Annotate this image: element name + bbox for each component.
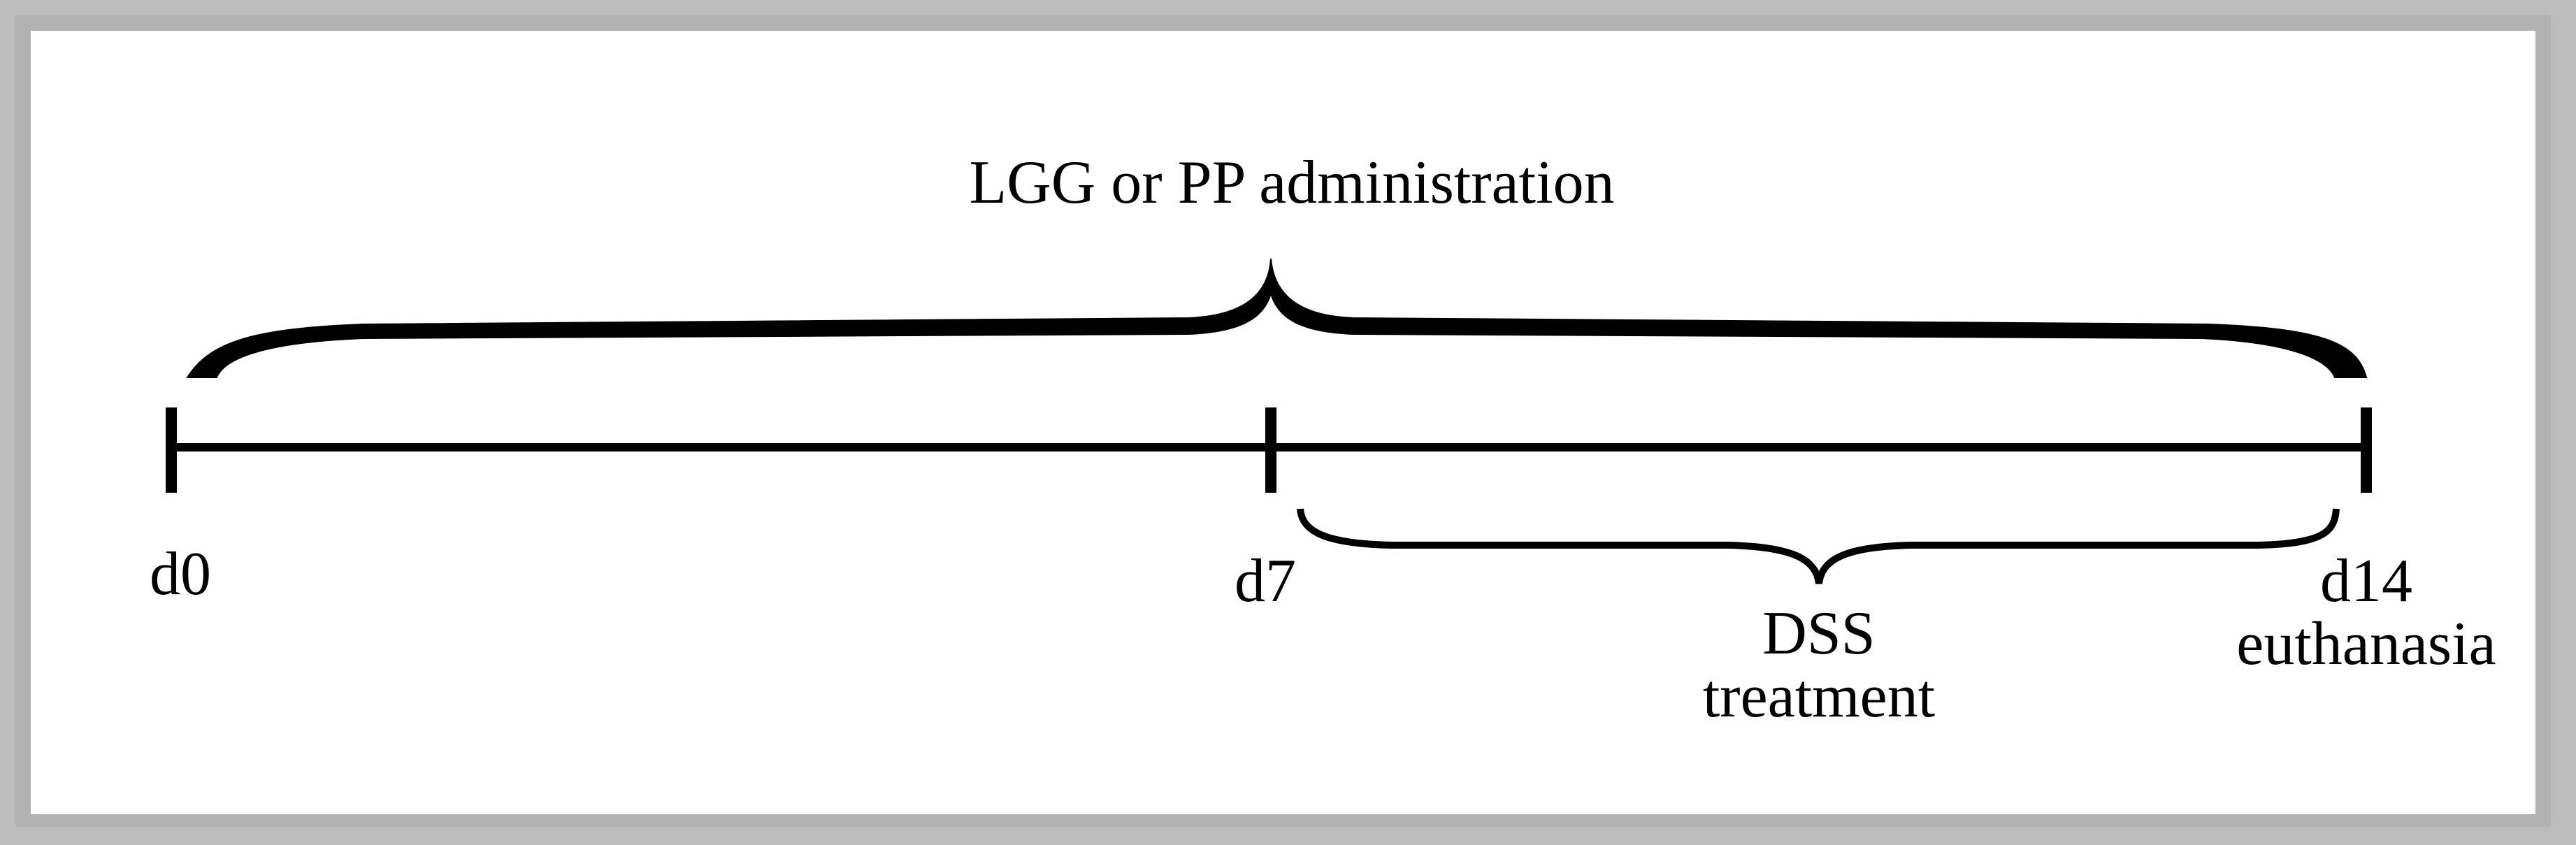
tick-label-d0: d0 (150, 540, 211, 608)
top-brace (186, 258, 2368, 378)
euthanasia-label: euthanasia (2236, 610, 2496, 678)
diagram-panel (31, 31, 2535, 814)
top-brace-label: LGG or PP administration (969, 149, 1614, 217)
bottom-brace (1297, 508, 2340, 584)
treatment-label: treatment (1703, 663, 1935, 730)
tick-label-d7: d7 (1235, 547, 1296, 615)
tick-label-d14: d14 (2320, 547, 2412, 615)
dss-label: DSS (1762, 600, 1875, 667)
